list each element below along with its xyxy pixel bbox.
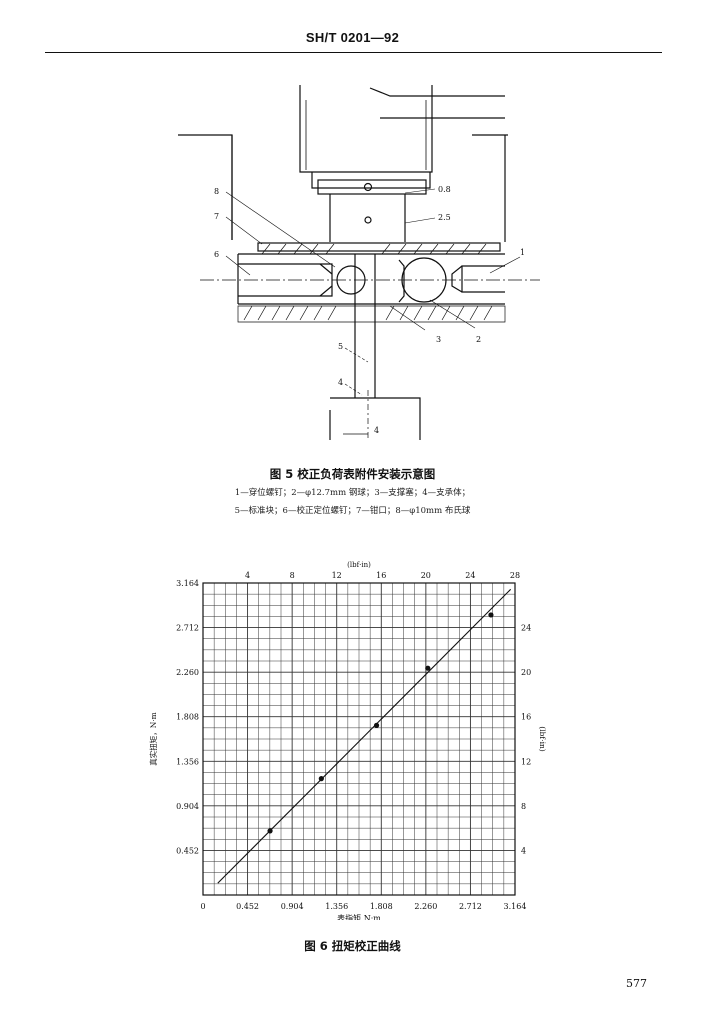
header-rule xyxy=(45,52,662,53)
x-tick-label: 3.164 xyxy=(504,902,527,911)
data-point xyxy=(373,722,380,728)
data-point xyxy=(488,612,494,618)
y2-tick-label: 4 xyxy=(521,846,526,855)
standard-header: SH/T 0201—92 xyxy=(305,30,400,45)
x-tick-label: 0.452 xyxy=(236,902,259,911)
y-tick-label: 1.356 xyxy=(176,757,199,766)
figure6-caption: 图 6 扭矩校正曲线 xyxy=(304,939,401,953)
x-tick-label: 0.904 xyxy=(281,902,304,911)
torque-calibration-chart: 0 0.452 0.904 1.356 1.808 2.260 2.712 3.164 0.45… xyxy=(148,561,547,920)
x-tick-label: 1.356 xyxy=(325,902,348,911)
y2-tick-label: 24 xyxy=(521,624,531,633)
y-tick-label: 2.712 xyxy=(176,624,199,633)
callout-6: 6 xyxy=(214,250,219,259)
data-point xyxy=(267,828,273,834)
y2-tick-label: 20 xyxy=(521,668,531,677)
y-tick-label: 0.452 xyxy=(176,846,199,855)
callout-3: 3 xyxy=(436,335,441,344)
x-tick-label: 1.808 xyxy=(370,902,393,911)
x2-tick-label: 20 xyxy=(421,571,431,580)
callout-5: 5 xyxy=(338,342,343,351)
x-tick-label: 2.712 xyxy=(459,902,482,911)
y2-tick-label: 12 xyxy=(521,757,531,766)
y2-tick-label: 16 xyxy=(521,713,531,722)
x-tick-label: 0 xyxy=(200,902,205,911)
page-number: 577 xyxy=(626,977,647,990)
y-tick-label: 3.164 xyxy=(176,579,199,588)
x-tick-label: 2.260 xyxy=(414,902,437,911)
x2-tick-label: 12 xyxy=(332,571,342,580)
calibration-line xyxy=(217,588,512,884)
y-tick-label: 1.808 xyxy=(176,713,199,722)
x2-tick-label: 16 xyxy=(376,571,386,580)
y-axis-label: 真实扭矩，N·m xyxy=(148,712,158,766)
x2-tick-label: 28 xyxy=(510,571,520,580)
y2-tick-label: 8 xyxy=(521,802,526,811)
callout-4b: 4 xyxy=(374,426,379,435)
callout-7: 7 xyxy=(214,212,219,221)
x-axis-label: 表指矩 N·m xyxy=(337,913,381,920)
y-tick-label: 2.260 xyxy=(176,668,199,677)
data-point xyxy=(425,665,431,671)
x2-axis-label: (lbf·in) xyxy=(347,561,371,569)
x2-tick-label: 4 xyxy=(245,571,250,580)
callout-0.8: 0.8 xyxy=(438,185,451,194)
data-point xyxy=(318,776,324,782)
plot-frame xyxy=(202,582,516,896)
figure5-legend-line2: 5—标准块；6—校正定位螺钉；7—钳口；8—φ10mm 布氏球 xyxy=(234,506,471,516)
y-tick-label: 0.904 xyxy=(176,802,199,811)
callout-2.5: 2.5 xyxy=(438,213,451,222)
figure5-caption: 图 5 校正负荷表附件安装示意图 xyxy=(269,467,436,481)
x2-tick-label: 24 xyxy=(465,571,475,580)
callout-2: 2 xyxy=(476,335,481,344)
callout-8: 8 xyxy=(214,187,219,196)
y2-axis-label: (lbf·in) xyxy=(538,726,547,752)
figure5-legend-line1: 1—穿位螺钉；2—φ12.7mm 钢球；3—支撑塞；4—支承体； xyxy=(234,488,471,498)
x2-tick-label: 8 xyxy=(290,571,295,580)
callout-4: 4 xyxy=(338,378,343,387)
figure5-diagram: 8 7 6 0.8 2.5 1 3 2 5 4 4 xyxy=(178,85,540,440)
callout-1: 1 xyxy=(520,248,525,257)
